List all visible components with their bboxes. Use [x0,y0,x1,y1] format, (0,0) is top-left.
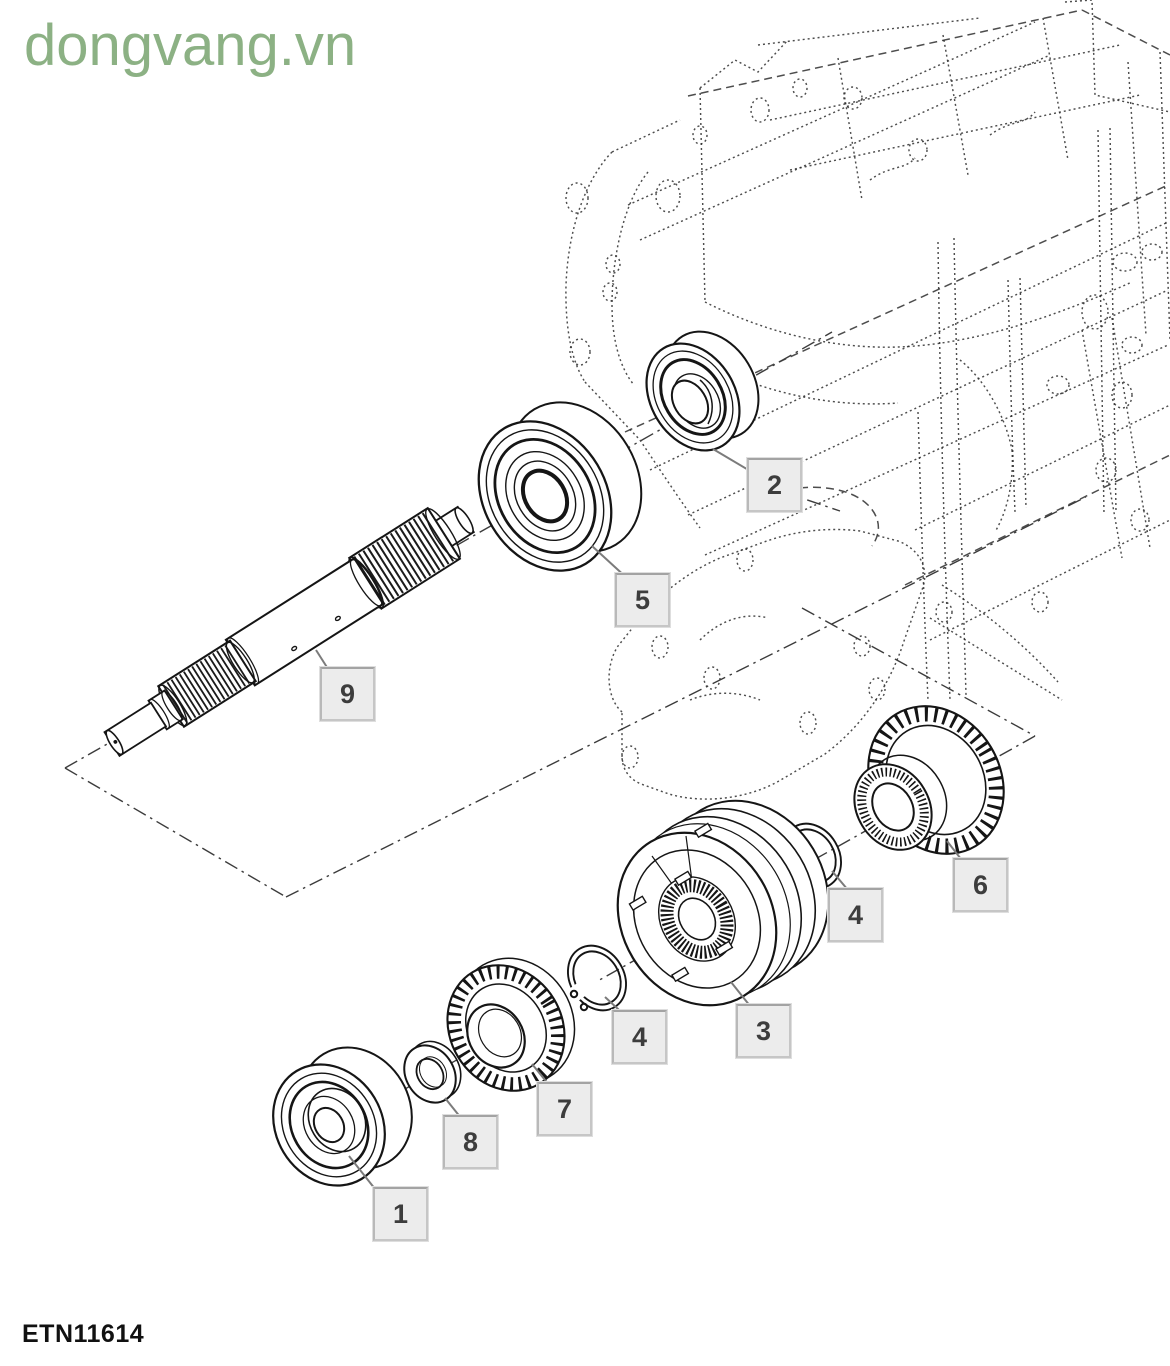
part-shaft-9 [103,505,476,758]
callout-part-9[interactable]: 9 [320,667,375,721]
figure-id-label: ETN11614 [22,1320,145,1348]
callout-part-4-left[interactable]: 4 [612,1010,667,1064]
callout-part-5[interactable]: 5 [615,573,670,627]
part-bearing-1 [272,1046,413,1187]
callout-part-8[interactable]: 8 [443,1115,498,1169]
part-gear-6 [853,705,1005,855]
part-bearing-5 [477,401,643,572]
callout-part-4-right[interactable]: 4 [828,888,883,942]
part-synchronizer-drum-3 [616,799,830,1007]
callout-part-7[interactable]: 7 [537,1082,592,1136]
callout-part-3[interactable]: 3 [736,1004,791,1058]
callout-part-2[interactable]: 2 [747,458,802,512]
part-bearing-cup-2 [645,330,760,452]
site-watermark: dongvang.vn [24,13,357,78]
callout-part-6[interactable]: 6 [953,858,1008,912]
callout-part-1[interactable]: 1 [373,1187,428,1241]
part-snap-ring-4b [548,944,627,1017]
part-washer-8 [403,1040,462,1104]
